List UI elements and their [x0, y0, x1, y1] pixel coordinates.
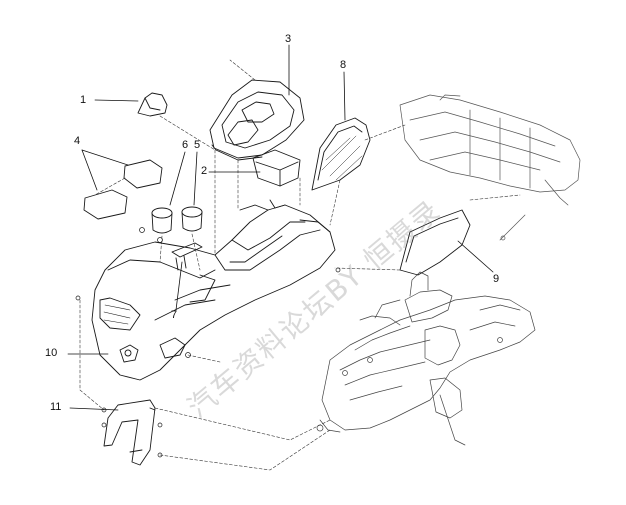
callout-2: 2 — [201, 165, 208, 177]
callout-8: 8 — [340, 59, 347, 71]
part-11-bracket — [103, 399, 156, 466]
part-7-bracket — [171, 242, 203, 271]
part-3-upper-panel — [209, 79, 305, 161]
part-4-mats — [83, 159, 163, 220]
part-5-cup-holder — [181, 206, 203, 232]
part-1-shift-boot — [137, 92, 168, 117]
part-8-grille-panel — [311, 117, 371, 191]
callout-4: 4 — [74, 135, 81, 147]
callout-3: 3 — [285, 33, 292, 45]
floor-frame-assembly — [316, 271, 536, 446]
console-body — [91, 199, 336, 381]
callout-9: 9 — [493, 273, 500, 285]
callout-5: 5 — [194, 139, 201, 151]
callout-10: 10 — [45, 347, 58, 359]
part-9-side-panel — [399, 209, 471, 276]
part-2-tray — [252, 149, 301, 187]
assembly-lines — [79, 59, 521, 471]
callout-1: 1 — [80, 94, 87, 106]
callout-11: 11 — [50, 401, 62, 413]
callout-6: 6 — [182, 139, 189, 151]
part-6-cup-holder — [151, 207, 173, 234]
callout-7: 7 — [171, 309, 178, 321]
callout-leaders — [67, 44, 494, 411]
hvac-unit — [399, 94, 581, 241]
